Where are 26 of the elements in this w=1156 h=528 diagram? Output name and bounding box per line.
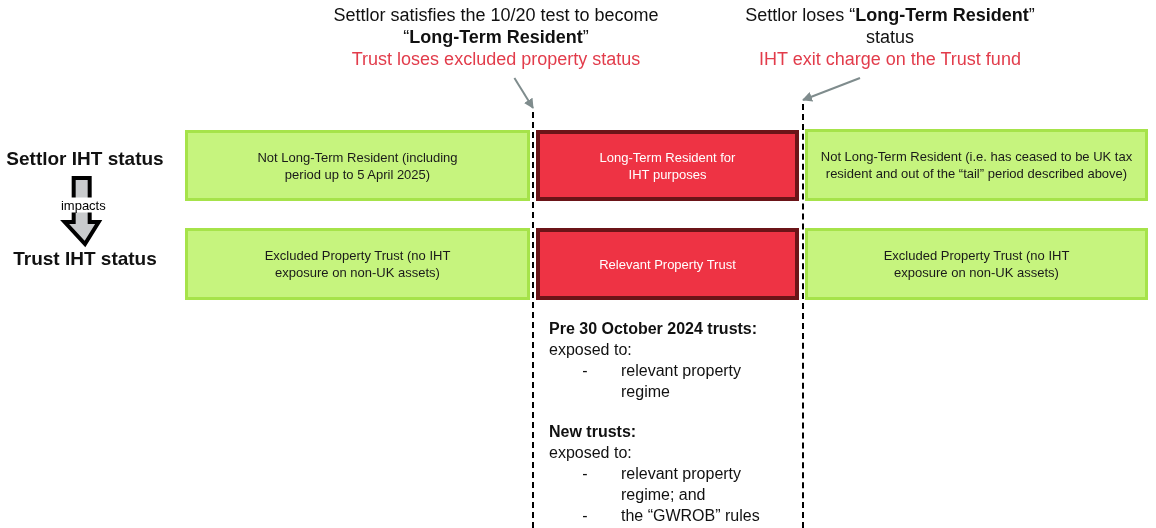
dashed-divider-line bbox=[802, 104, 804, 528]
event-note: Settlor loses “Long-Term Resident” status bbox=[744, 4, 1036, 48]
bullet-text: relevant property regime bbox=[621, 361, 743, 402]
status-box: Excluded Property Trust (no IHT exposure on non-UK assets) bbox=[805, 228, 1148, 300]
dashed-divider-line bbox=[532, 112, 534, 528]
status-box: Not Long-Term Resident (i.e. has ceased to be UK tax resident and out of the “tail” period described above) bbox=[805, 129, 1148, 201]
consequence-note: IHT exit charge on the Trust fund bbox=[758, 48, 1022, 70]
bullet-dash: - bbox=[581, 506, 589, 526]
bullet-dash: - bbox=[581, 464, 589, 484]
note-heading: Pre 30 October 2024 trusts: bbox=[549, 319, 759, 339]
row-heading: Settlor IHT status bbox=[2, 148, 168, 174]
status-box: Not Long-Term Resident (including period up to 5 April 2025) bbox=[185, 130, 530, 201]
leader-arrow bbox=[513, 77, 534, 109]
note-text: exposed to: bbox=[549, 340, 633, 360]
consequence-note: Trust loses excluded property status bbox=[350, 48, 642, 70]
status-box: Long-Term Resident for IHT purposes bbox=[536, 130, 799, 201]
row-heading: Trust IHT status bbox=[2, 248, 168, 274]
leader-arrow bbox=[802, 77, 861, 102]
bullet-text: the “GWROB” rules bbox=[621, 506, 761, 526]
event-note: Settlor satisfies the 10/20 test to become “Long-Term Resident” bbox=[332, 4, 660, 48]
edge-label: impacts bbox=[58, 197, 108, 213]
note-heading: New trusts: bbox=[549, 422, 638, 442]
bullet-dash: - bbox=[581, 361, 589, 381]
status-box: Relevant Property Trust bbox=[536, 228, 799, 300]
status-box: Excluded Property Trust (no IHT exposure on non-UK assets) bbox=[185, 228, 530, 300]
note-text: exposed to: bbox=[549, 443, 633, 463]
